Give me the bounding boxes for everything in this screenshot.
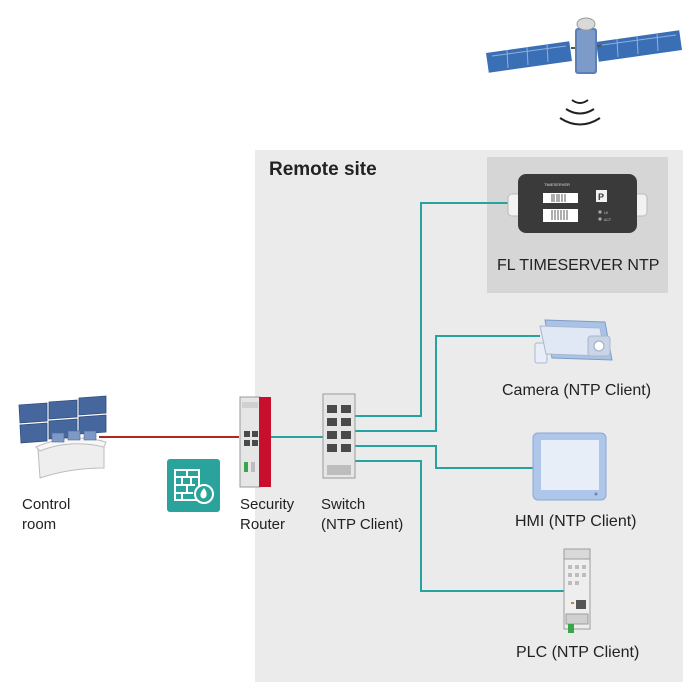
svg-text:P: P <box>598 192 604 202</box>
line-switch-to-plc <box>355 460 566 592</box>
timeserver-device-text: TIMESERVER <box>544 182 570 187</box>
hmi-label: HMI (NTP Client) <box>515 513 637 530</box>
security-router-device <box>239 396 271 488</box>
timeserver-led-lk: LK <box>604 211 609 215</box>
line-switch-to-timeserver <box>355 202 513 417</box>
security-router-label-line2: Router <box>240 516 286 533</box>
timeserver-label: FL TIMESERVER NTP <box>497 257 660 274</box>
line-switch-to-hmi <box>355 445 533 469</box>
network-lines <box>271 202 566 592</box>
plc-icon <box>563 548 591 633</box>
timeserver-led-act: ACT <box>604 218 612 222</box>
camera-icon <box>534 319 613 364</box>
switch-label-line2: (NTP Client) <box>321 516 404 533</box>
timeserver-device: TIMESERVER P LK ACT <box>507 174 648 233</box>
control-room-icon <box>18 395 107 479</box>
switch-device <box>322 393 356 479</box>
control-room-label-line2: room <box>22 516 57 533</box>
signal-waves-icon <box>559 99 601 126</box>
plc-label: PLC (NTP Client) <box>516 644 640 661</box>
remote-site-title: Remote site <box>269 159 377 180</box>
switch-label-line1: Switch <box>321 496 366 513</box>
satellite-icon <box>486 17 682 74</box>
control-room-label-line1: Control <box>22 496 71 513</box>
camera-label: Camera (NTP Client) <box>502 382 652 399</box>
security-router-label-line1: Security <box>240 496 295 513</box>
firewall-icon <box>167 459 220 512</box>
hmi-icon <box>532 432 607 501</box>
line-switch-to-camera <box>355 335 540 432</box>
